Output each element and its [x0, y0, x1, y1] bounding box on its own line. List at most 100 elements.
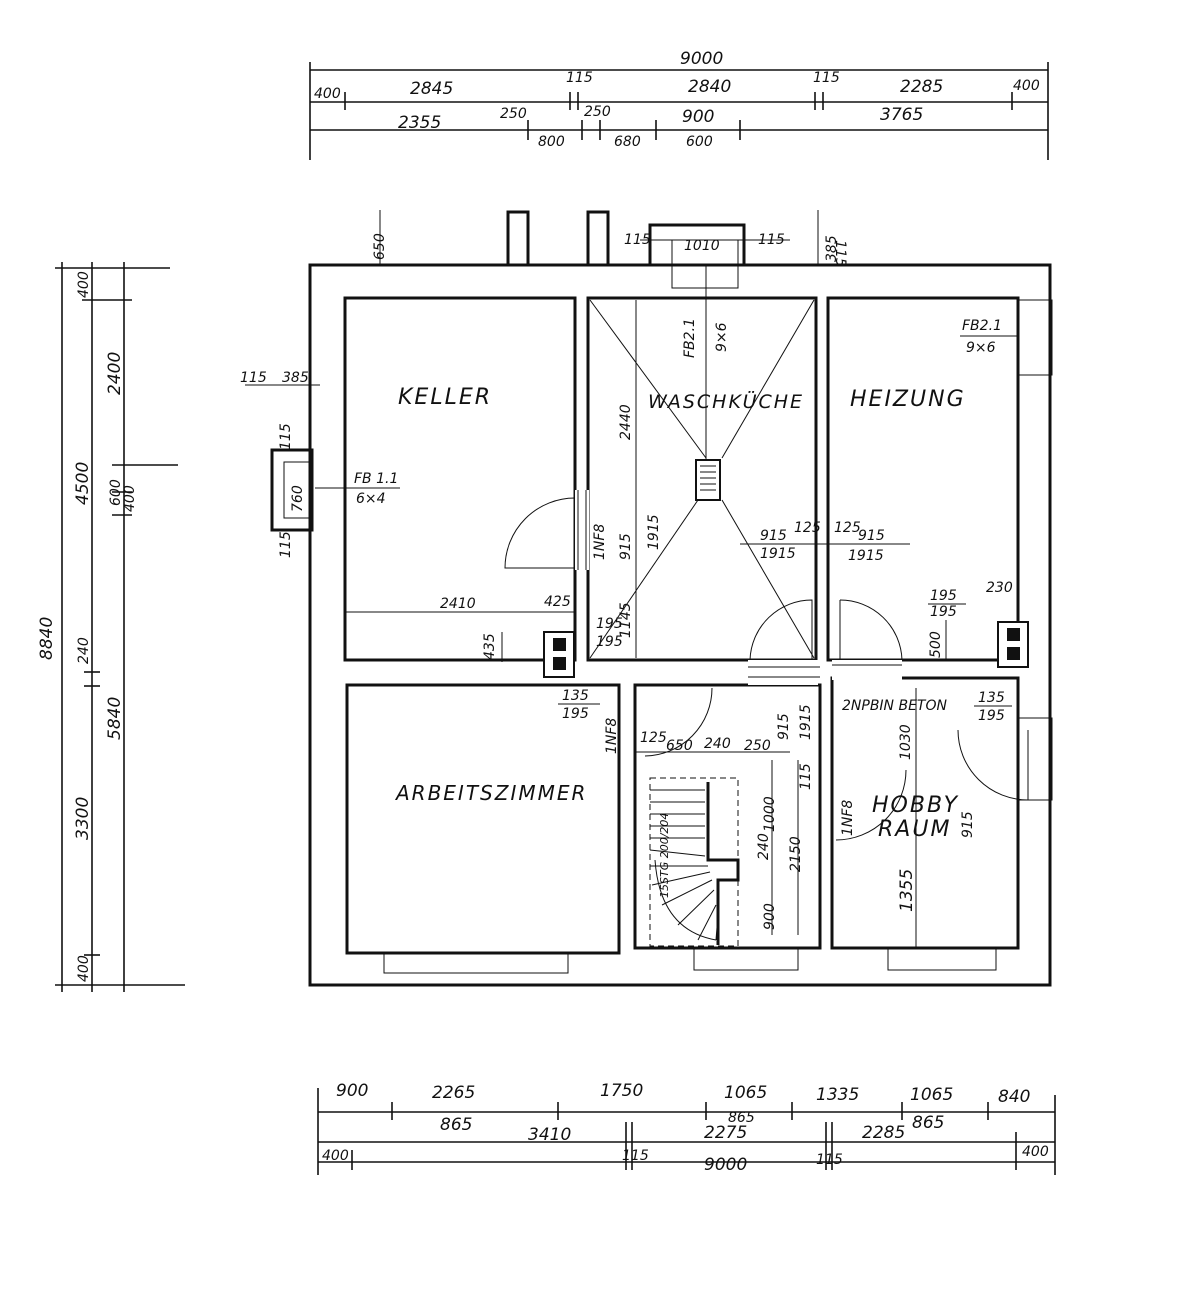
interior-walls — [343, 296, 1020, 974]
dim-top-680: 680 — [614, 134, 641, 150]
window-size-fb21-wasch: 9×6 — [714, 322, 730, 352]
dim-bot-2285: 2285 — [862, 1123, 905, 1143]
room-label-waschkueche: WASCHKÜCHE — [648, 390, 804, 413]
dim-heiz-195a: 195 — [930, 588, 957, 604]
dim-top-2355: 2355 — [398, 113, 441, 133]
dim-center-915a: 915 — [760, 528, 787, 544]
dim-wasch-1915: 1915 — [646, 514, 662, 550]
dim-left-400-top: 400 — [76, 271, 92, 298]
dim-keller-195a: 195 — [596, 616, 623, 632]
dim-top-2840: 2840 — [688, 77, 731, 97]
dim-top-600: 600 — [686, 134, 713, 150]
dim-top-115b: 115 — [813, 70, 840, 86]
dim-stair-1nf8: 1NF8 — [604, 718, 620, 754]
dim-bot-9000: 9000 — [704, 1155, 747, 1175]
dim-stair-115: 115 — [798, 763, 814, 790]
door-swings — [504, 497, 1029, 841]
dim-bot-1750: 1750 — [600, 1081, 643, 1101]
dim-left-3300: 3300 — [73, 797, 93, 840]
dim-hobby-1nf8: 1NF8 — [840, 800, 856, 836]
window-size-fb21-heiz: 9×6 — [966, 340, 996, 356]
dim-wasch-915: 915 — [618, 533, 634, 560]
dim-top-115a: 115 — [566, 70, 593, 86]
dim-bot-400-right: 400 — [1022, 1144, 1049, 1160]
dim-topright-385: 385 — [824, 235, 840, 262]
dim-beton-195: 195 — [978, 708, 1005, 724]
dim-shaft-115b: 115 — [278, 423, 294, 450]
dim-top-800: 800 — [538, 134, 565, 150]
room-label-heizung: HEIZUNG — [850, 387, 966, 412]
dim-bot-115b: 115 — [816, 1152, 843, 1168]
dim-top-250b: 250 — [584, 104, 611, 120]
dim-stair-915: 915 — [776, 713, 792, 740]
window-size-fb11: 6×4 — [356, 491, 386, 507]
floor-drain-icon — [695, 459, 721, 501]
dim-wasch-1nf8: 1NF8 — [592, 524, 608, 560]
outer-walls — [270, 210, 1053, 987]
dim-center-125b: 125 — [834, 520, 861, 536]
chimney-flues — [543, 621, 1029, 678]
dim-left-400-bottom: 400 — [76, 955, 92, 982]
dim-bot-1335: 1335 — [816, 1085, 859, 1105]
dim-keller-195c: 195 — [562, 706, 589, 722]
dim-left-5840: 5840 — [105, 697, 125, 740]
dim-left-4500: 4500 — [73, 462, 93, 505]
dim-bot-400-left: 400 — [322, 1148, 349, 1164]
dim-top-2845: 2845 — [410, 79, 453, 99]
dim-bot-865b: 865 — [728, 1110, 755, 1126]
dim-top-400-right: 400 — [1013, 78, 1040, 94]
dim-keller-2410: 2410 — [440, 596, 476, 612]
inner-dimensions: 115 1010 115 115 385 650 115 385 115 760… — [240, 210, 1013, 948]
dim-topright-115: 115 — [832, 240, 848, 267]
dim-bot-865a: 865 — [440, 1115, 472, 1135]
dim-hobby-915: 915 — [960, 811, 976, 838]
dim-left-2400: 2400 — [105, 352, 125, 395]
dim-left-600: 600 — [108, 479, 124, 506]
dim-top-2285: 2285 — [900, 77, 943, 97]
waschkueche-cross-lines — [589, 265, 815, 659]
dim-beton-135: 135 — [978, 690, 1005, 706]
dim-stair-900: 900 — [762, 903, 778, 930]
dim-center-915b: 915 — [858, 528, 885, 544]
top-dimension-chain: 9000 400 2845 115 2840 115 2285 400 2355… — [309, 49, 1049, 160]
left-dimension-chain: 8840 400 2400 4500 600 400 240 5840 3300… — [37, 262, 185, 992]
dim-wasch-2440: 2440 — [618, 404, 634, 440]
dim-top-3765: 3765 — [880, 105, 923, 125]
dim-stair-1915: 1915 — [798, 704, 814, 740]
dim-top-900: 900 — [682, 107, 714, 127]
dim-stair-125: 125 — [640, 730, 667, 746]
dim-keller-435: 435 — [482, 633, 498, 660]
dim-center-1915a: 1915 — [760, 546, 796, 562]
dim-stair-250: 250 — [744, 738, 771, 754]
dim-chimney-115b: 115 — [758, 232, 785, 248]
room-label-arbeitszimmer: ARBEITSZIMMER — [394, 781, 587, 805]
dim-stair-1000: 1000 — [762, 796, 778, 832]
room-label-raum: RAUM — [878, 817, 951, 842]
dim-keller-195b: 195 — [596, 634, 623, 650]
dim-bot-3410: 3410 — [528, 1125, 571, 1145]
dim-bot-1065b: 1065 — [910, 1085, 953, 1105]
dim-stair-240: 240 — [704, 736, 731, 752]
dim-top-overall: 9000 — [680, 49, 723, 69]
dim-left-overall: 8840 — [37, 617, 57, 660]
room-label-keller: KELLER — [398, 385, 492, 410]
dim-left-240: 240 — [76, 637, 92, 664]
staircase — [649, 777, 740, 947]
dim-wasch-1145: 1145 — [618, 602, 634, 638]
dim-stair-2150: 2150 — [788, 836, 804, 872]
dim-hobby-1355: 1355 — [897, 869, 917, 912]
dim-stair-240b: 240 — [756, 833, 772, 860]
dim-keller-425: 425 — [544, 594, 571, 610]
dim-hobby-1030: 1030 — [898, 724, 914, 760]
dim-center-125a: 125 — [794, 520, 821, 536]
window-label-fb21-wasch: FB2.1 — [682, 318, 698, 358]
dim-shaft-115c: 115 — [278, 531, 294, 558]
dim-bot-1065a: 1065 — [724, 1083, 767, 1103]
dim-chimney-115a: 115 — [624, 232, 651, 248]
dim-bot-865c: 865 — [912, 1113, 944, 1133]
beton-note: 2NPBIN BETON — [842, 698, 948, 714]
window-label-fb11: FB 1.1 — [354, 471, 398, 487]
dim-heiz-195b: 195 — [930, 604, 957, 620]
dim-stair-650: 650 — [666, 738, 693, 754]
